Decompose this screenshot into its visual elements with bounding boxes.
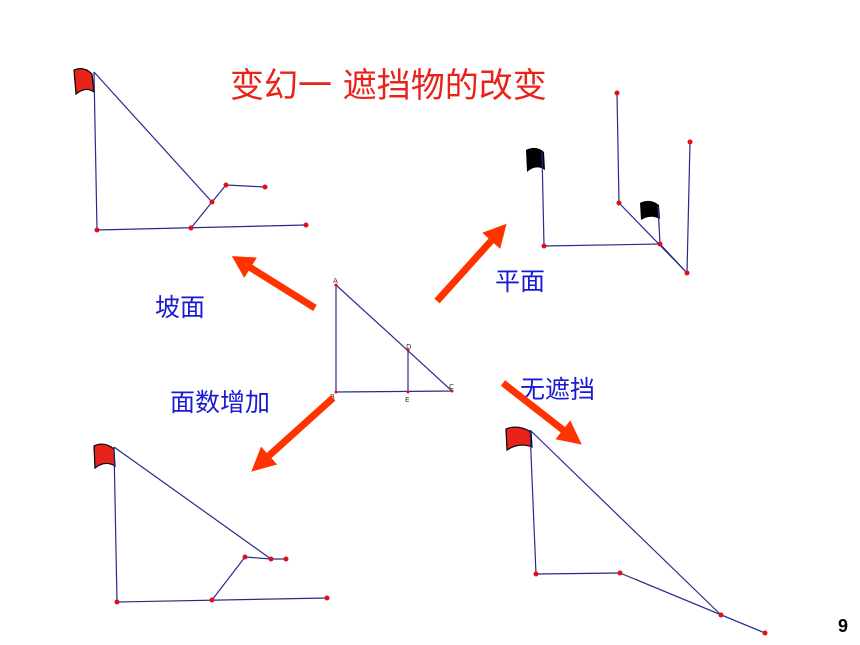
point: [406, 348, 410, 352]
arrow-to-more-faces: [251, 395, 336, 472]
point: [209, 597, 215, 603]
point: [718, 612, 724, 618]
label-no-obstacle: 无遮挡: [520, 375, 596, 404]
arrow-to-slope: [231, 256, 317, 311]
vertex-label-a: A: [333, 277, 338, 285]
point: [303, 222, 309, 228]
figure-plane: [526, 90, 693, 276]
flag-red-icon: [73, 68, 95, 96]
ground-line: [659, 243, 688, 274]
point: [616, 200, 622, 206]
triangle-abc: [335, 283, 454, 393]
flagpole-line: [541, 151, 545, 247]
label-more-faces: 面数增加: [170, 388, 271, 417]
ground-line: [619, 572, 766, 634]
vertex-label-d: D: [406, 343, 411, 351]
page-number: 9: [837, 616, 848, 636]
vertex-label-b: B: [330, 393, 335, 401]
flag-red-icon: [93, 443, 116, 470]
point: [657, 241, 663, 247]
flagpole-line: [657, 205, 661, 245]
arrow-to-no-obstacle: [500, 380, 582, 445]
figure-no-obstacle: [505, 426, 768, 636]
wall-line: [686, 141, 691, 274]
point: [687, 139, 693, 145]
point: [324, 595, 330, 601]
flagpole-line: [529, 429, 537, 575]
point: [94, 227, 100, 233]
flagpole-line: [93, 71, 98, 231]
wall-line: [616, 92, 620, 204]
shadow-ray-line: [113, 446, 272, 560]
slope-top-line: [211, 184, 266, 203]
point: [762, 630, 768, 636]
slope-top-line: [244, 556, 286, 560]
ground-line: [116, 597, 328, 603]
vertex-label-c: C: [449, 383, 454, 391]
slope-line: [211, 556, 246, 601]
point: [262, 184, 268, 190]
point: [114, 599, 120, 605]
point: [223, 182, 229, 188]
figure-more-faces: [93, 443, 330, 605]
flag-black-icon: [526, 147, 545, 172]
ground-line: [535, 572, 621, 575]
flag-black-icon: [640, 200, 660, 220]
point: [268, 556, 274, 562]
label-plane: 平面: [495, 267, 546, 296]
point: [684, 270, 690, 276]
vertex-label-e: E: [405, 396, 409, 404]
shadow-ray-line: [93, 71, 213, 203]
point: [533, 571, 539, 577]
point: [242, 554, 248, 560]
figure-center-triangle: A B C D E: [330, 277, 454, 404]
slope-line: [190, 201, 213, 229]
point: [209, 199, 215, 205]
label-slope: 坡面: [155, 293, 206, 322]
point: [617, 570, 623, 576]
point: [450, 389, 454, 393]
point: [614, 90, 620, 96]
point: [334, 390, 338, 394]
point: [334, 283, 338, 287]
slide-title: 变幻一 遮挡物的改变: [230, 66, 547, 106]
ground-line: [543, 243, 661, 247]
arrow-to-plane: [434, 223, 507, 304]
point: [541, 243, 547, 249]
shadow-ray-line: [529, 429, 722, 616]
ground-line: [96, 224, 307, 231]
figure-slope: [73, 68, 309, 233]
point: [406, 390, 410, 394]
point: [188, 225, 194, 231]
point: [283, 556, 289, 562]
flagpole-line: [113, 446, 118, 603]
flag-red-icon: [505, 426, 533, 452]
